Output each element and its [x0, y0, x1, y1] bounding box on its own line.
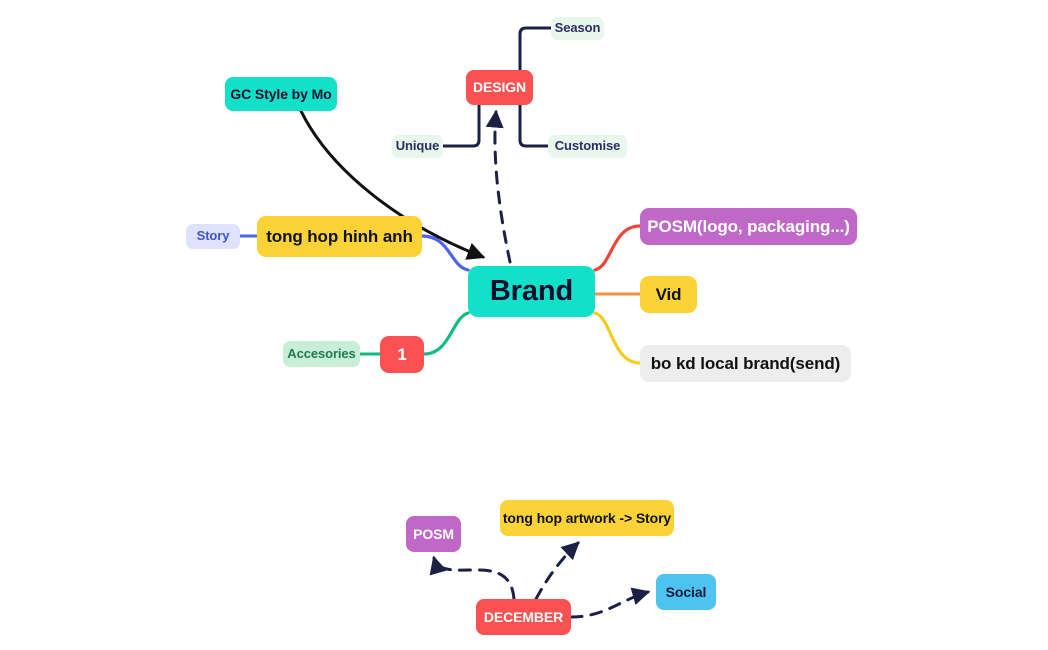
- node-accesories[interactable]: Accesories: [283, 341, 360, 367]
- edge-brand-bo-kd: [593, 311, 642, 365]
- node-social[interactable]: Social: [656, 574, 716, 610]
- node-story[interactable]: Story: [186, 224, 240, 249]
- edge-december-posm: [429, 555, 516, 601]
- edge-design-unique: [441, 103, 481, 148]
- node-brand[interactable]: Brand: [468, 266, 595, 317]
- edge-design-season: [518, 26, 553, 72]
- node-season[interactable]: Season: [551, 17, 604, 40]
- node-1[interactable]: 1: [380, 336, 424, 373]
- node-tong-hop-hinh-anh[interactable]: tong hop hinh anh: [257, 216, 422, 257]
- edge-design-customise: [518, 103, 550, 148]
- node-design[interactable]: DESIGN: [466, 70, 533, 105]
- edge-tong-hop-brand: [420, 234, 470, 272]
- node-unique[interactable]: Unique: [392, 135, 443, 158]
- edge-brand-posm: [593, 224, 642, 272]
- node-gc-style-by-mo[interactable]: GC Style by Mo: [225, 77, 337, 111]
- node-posm-logo-packaging[interactable]: POSM(logo, packaging...): [640, 208, 857, 245]
- edge-brand-design: [485, 109, 512, 264]
- node-tong-hop-artwork-story[interactable]: tong hop artwork -> Story: [500, 500, 674, 536]
- edge-1-brand: [422, 311, 470, 356]
- node-posm[interactable]: POSM: [406, 516, 461, 552]
- node-vid[interactable]: Vid: [640, 276, 697, 313]
- edge-december-artwork: [534, 541, 580, 601]
- edge-december-social: [569, 587, 651, 619]
- node-bo-kd-local-brand-send[interactable]: bo kd local brand(send): [640, 345, 851, 382]
- node-customise[interactable]: Customise: [548, 135, 627, 158]
- node-december[interactable]: DECEMBER: [476, 599, 571, 635]
